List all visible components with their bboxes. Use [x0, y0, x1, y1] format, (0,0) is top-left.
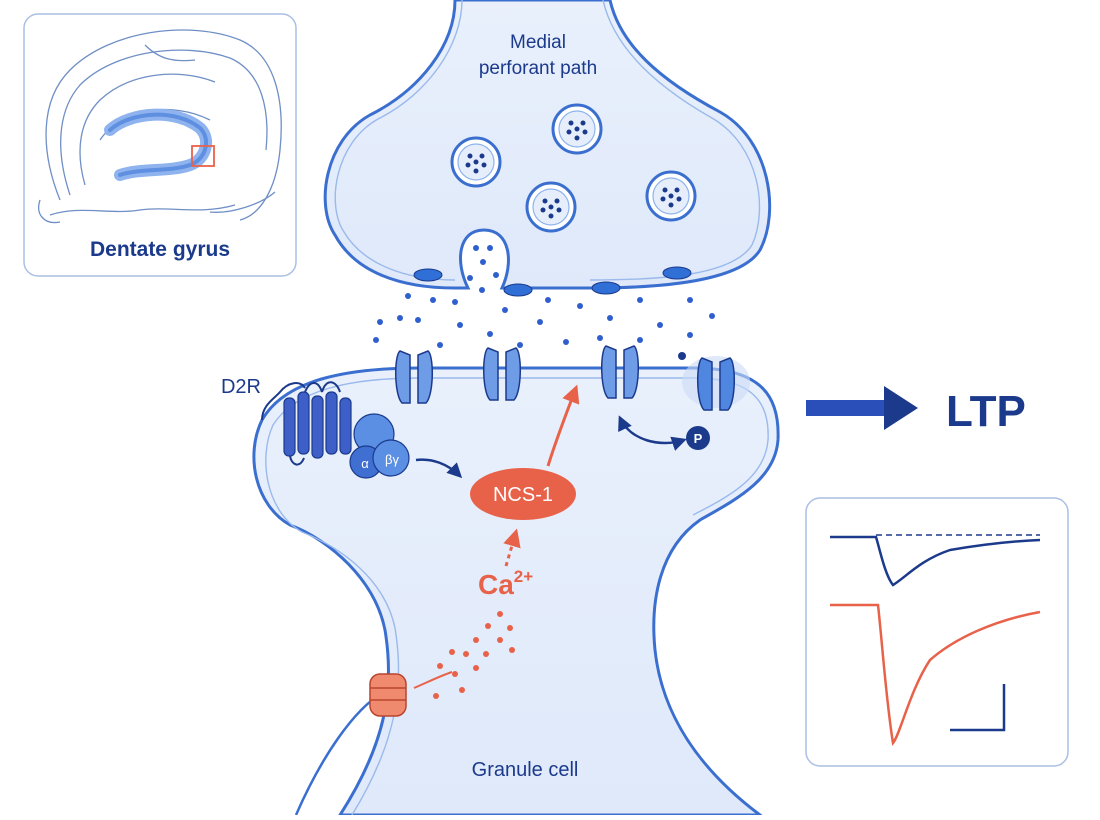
inset-anatomy-label: Dentate gyrus	[90, 238, 230, 261]
d2r-receptor: D2R	[221, 376, 352, 466]
glutamate-receptor	[483, 347, 521, 401]
scale-bar	[950, 684, 1006, 732]
calcium-base: Ca	[478, 569, 514, 600]
phosphate-label: P	[694, 431, 703, 446]
presynaptic-release-proteins	[413, 266, 692, 297]
epsc-traces-inset	[805, 497, 1069, 767]
d2r-label: D2R	[221, 376, 261, 398]
vesicle	[525, 181, 577, 233]
glutamate-receptor	[601, 345, 639, 399]
ncs1-to-receptor-arrow	[546, 384, 580, 467]
ltp-outcome: LTP	[806, 386, 1026, 436]
g-alpha-label: α	[361, 456, 369, 471]
potentiated-trace	[830, 603, 1041, 746]
gprotein-to-ncs1-arrow	[415, 458, 463, 479]
calcium-ions	[433, 611, 515, 699]
presynaptic-label-line1: Medial	[510, 32, 566, 53]
region-highlight-box	[191, 145, 215, 167]
g-protein-complex: α βγ	[349, 413, 410, 479]
ncs1-label: NCS-1	[493, 484, 553, 506]
glutamate-receptor-phosphorylated	[678, 352, 750, 411]
phosphate-group: P	[686, 426, 710, 450]
vesicle	[645, 170, 697, 222]
neurotransmitter-molecules	[373, 245, 715, 348]
phosphorylation-arrow	[618, 415, 687, 451]
glutamate-receptor	[395, 350, 433, 404]
dentate-granule-layer	[104, 108, 213, 181]
vesicle	[450, 136, 502, 188]
presynaptic-label-line2: perforant path	[479, 58, 597, 79]
calcium-label: Ca2+	[478, 567, 533, 600]
ncs1-protein: NCS-1	[470, 468, 576, 520]
baseline-trace	[830, 535, 1041, 587]
calcium-to-ncs1-arrow	[503, 528, 521, 567]
dentate-gyrus-inset: Dentate gyrus	[23, 13, 297, 277]
g-betagamma-label: βγ	[385, 452, 399, 467]
calcium-channel	[369, 671, 453, 717]
granule-cell-label: Granule cell	[472, 759, 579, 781]
vesicle	[551, 103, 603, 155]
ltp-label: LTP	[946, 387, 1026, 436]
presynaptic-terminal: Medial perforant path	[323, 0, 772, 290]
calcium-charge: 2+	[514, 567, 533, 586]
